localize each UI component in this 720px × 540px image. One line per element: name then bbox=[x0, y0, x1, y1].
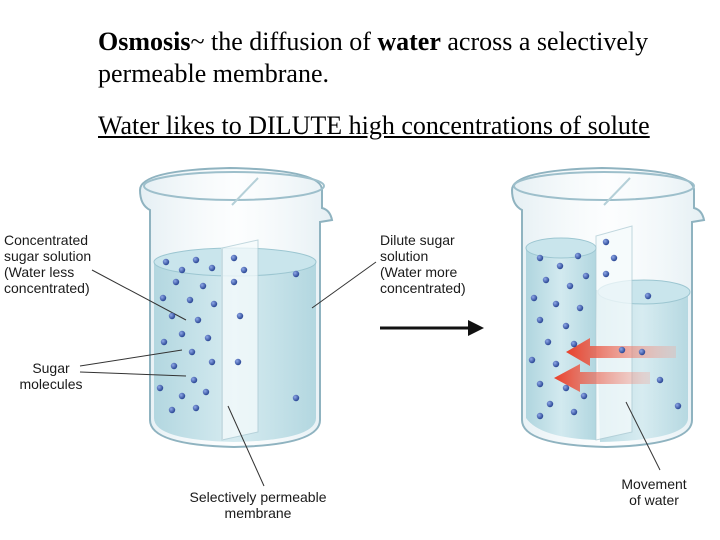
sugar-molecules bbox=[156, 238, 682, 420]
label-movement-of-water: Movement of water bbox=[621, 476, 687, 508]
pointer-lines bbox=[79, 261, 661, 487]
subheading: Water likes to DILUTE high concentration… bbox=[98, 111, 650, 140]
term-osmosis: Osmosis bbox=[98, 27, 191, 56]
label-concentrated: Concentrated sugar solution (Water less … bbox=[4, 232, 92, 296]
membrane bbox=[221, 239, 259, 441]
label-sugar-molecules: Sugar molecules bbox=[19, 360, 83, 392]
left-beaker bbox=[138, 166, 334, 449]
label-membrane: Selectively permeable membrane bbox=[189, 489, 327, 521]
definition: Osmosis~ the diffusion of water across a… bbox=[98, 27, 649, 88]
term-water: water bbox=[377, 27, 441, 56]
label-dilute: Dilute sugar solution (Water more concen… bbox=[380, 232, 466, 296]
heading-block: Osmosis~ the diffusion of water across a… bbox=[98, 26, 698, 142]
transition-arrow bbox=[380, 320, 484, 336]
